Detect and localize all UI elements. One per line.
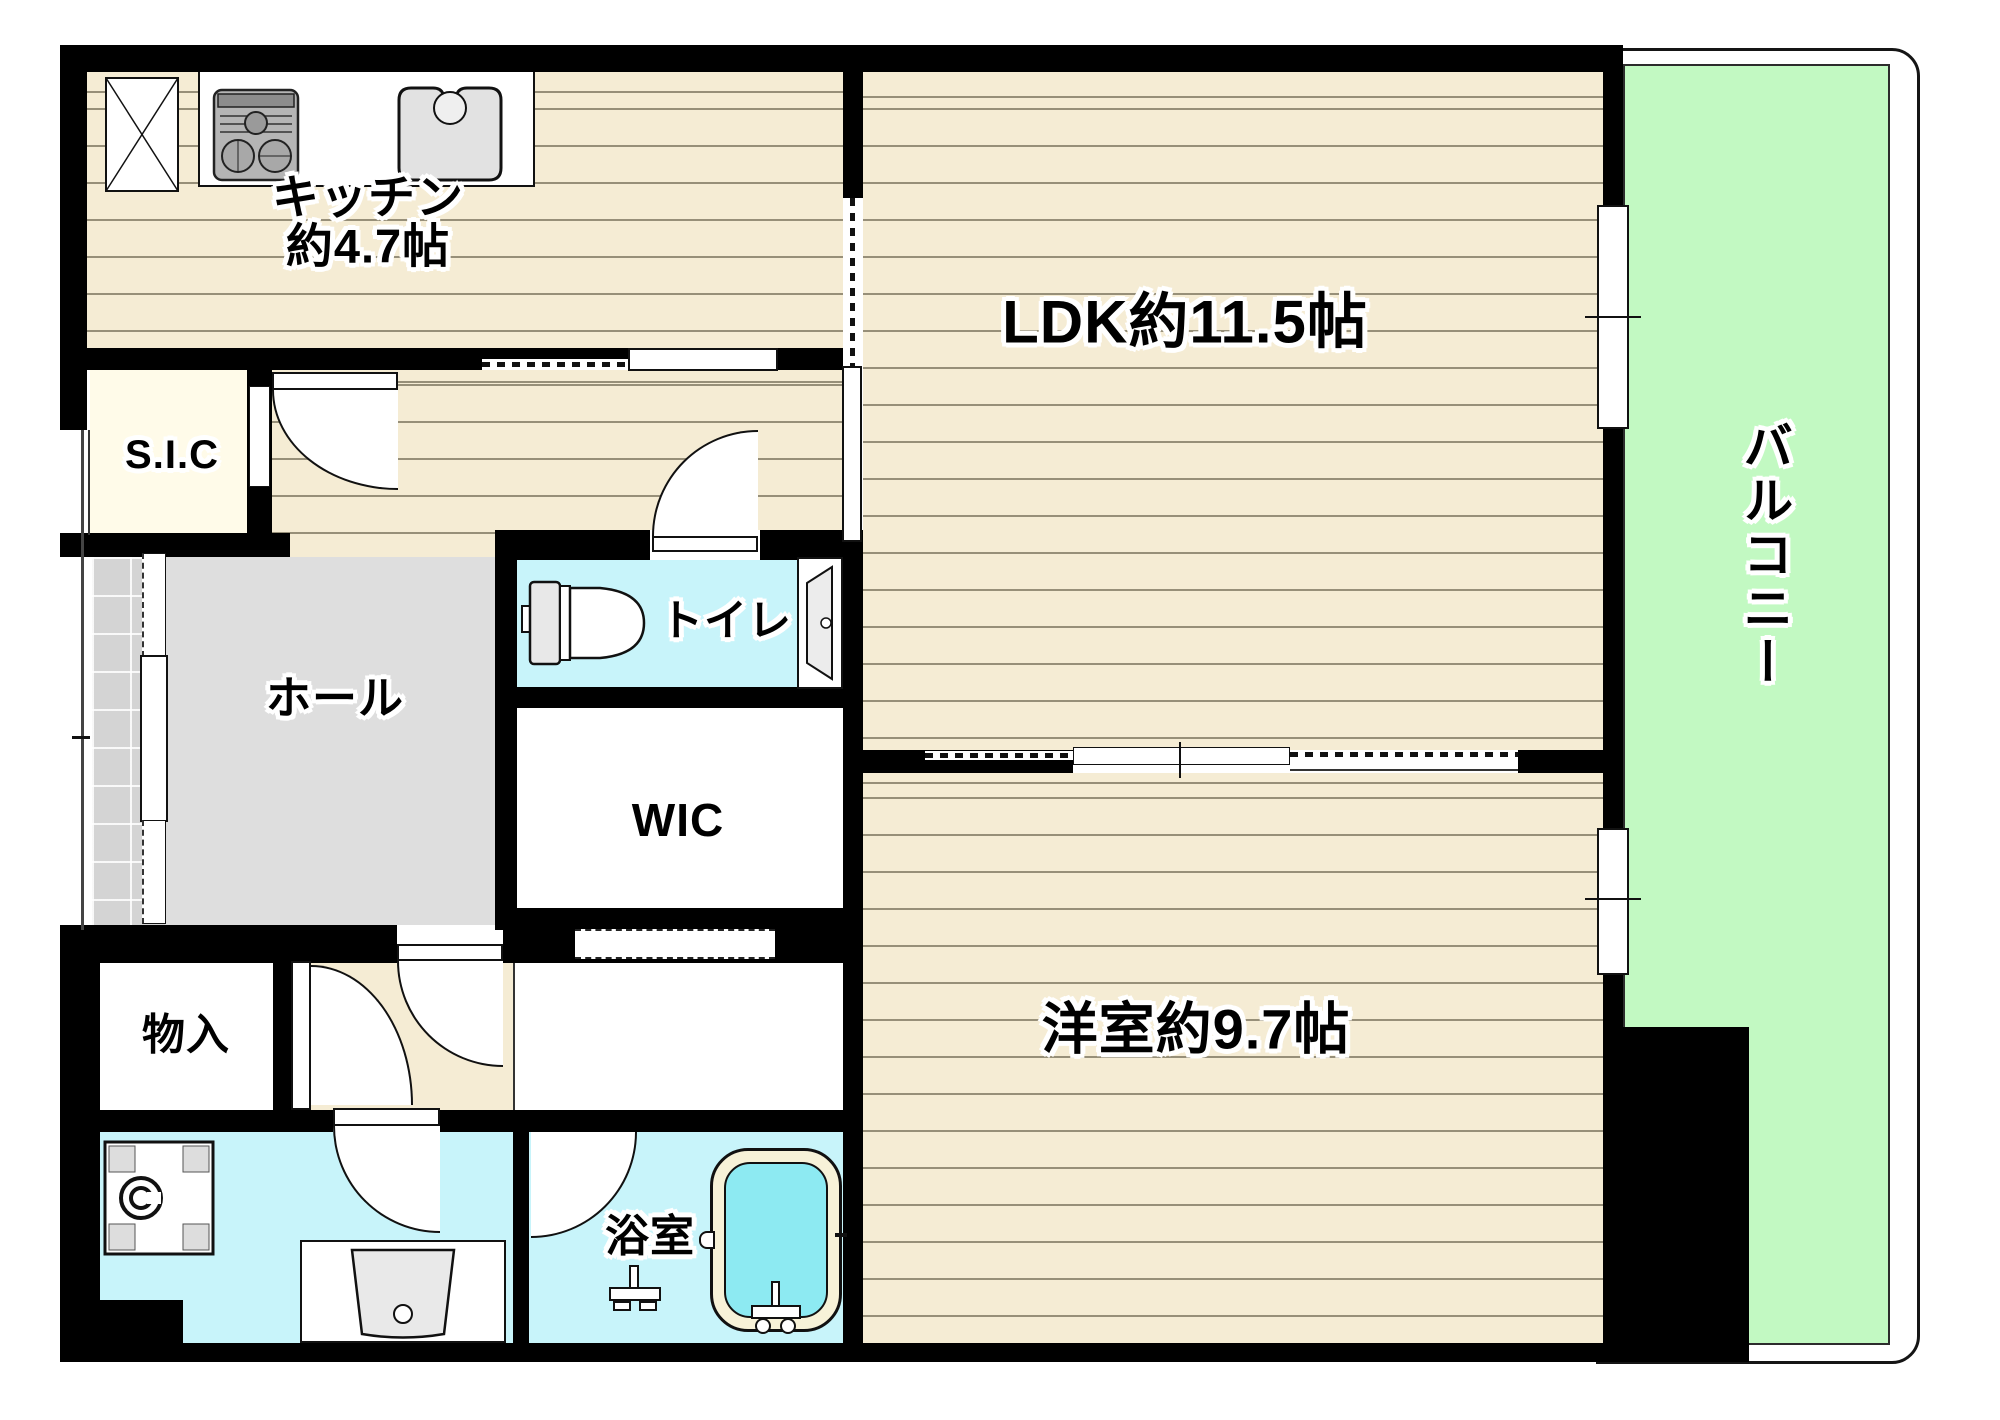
corridor-ldk-sliding-door xyxy=(842,366,862,542)
toilet-door-leaf xyxy=(652,536,758,552)
toilet-label: トイレ xyxy=(660,597,792,646)
western-room-window-tick xyxy=(1585,898,1641,900)
entrance-boundary-line xyxy=(81,430,84,930)
entrance-door-top-panel xyxy=(142,553,166,657)
storage-label: 物入 xyxy=(142,1011,230,1060)
kitchen-label-name: キッチン xyxy=(272,170,464,224)
corridor-door-leaf xyxy=(272,372,398,390)
bathtub-faucet-icon xyxy=(748,1280,804,1336)
western-room-window xyxy=(1597,828,1629,975)
western-room-floor xyxy=(863,773,1603,1343)
storage-floor xyxy=(100,963,273,1110)
wall-sic-bottom xyxy=(60,533,290,557)
wall-bottom xyxy=(60,1343,1623,1362)
divider-panel-tick xyxy=(1179,742,1181,778)
wall-storage-right xyxy=(273,963,293,1110)
storage-door-leaf xyxy=(291,961,311,1110)
wall-washroom-top-a xyxy=(60,1110,333,1132)
wic-annex-floor xyxy=(513,963,843,1110)
kitchen-hatch-dash-line xyxy=(482,362,628,367)
sic-door xyxy=(249,386,270,487)
divider-thin-line xyxy=(1290,769,1518,771)
divider-sliding-panel xyxy=(1073,747,1290,765)
wall-left-upper xyxy=(60,72,87,430)
entrance-door-bottom-panel xyxy=(142,820,166,924)
vanity-sink-icon xyxy=(300,1240,506,1343)
ldk-floor xyxy=(863,72,1603,750)
sic-left-line xyxy=(88,430,90,535)
shoe-closet-floor xyxy=(90,370,247,533)
wic-annex-sliding-door xyxy=(575,929,775,959)
wic-floor xyxy=(515,708,843,908)
wall-washroom-top-b xyxy=(440,1110,843,1132)
toilet-icon xyxy=(520,578,648,668)
hall-label: ホール xyxy=(265,672,405,724)
divider-dash-right xyxy=(1290,752,1518,757)
wall-toilet-wic xyxy=(495,687,843,708)
wall-washroom-bathroom xyxy=(513,1110,529,1343)
wall-left-lower xyxy=(60,930,100,1362)
wall-kitchen-south-b xyxy=(482,348,628,359)
hall-corridor2-door-leaf xyxy=(397,944,503,961)
entrance-center-tick xyxy=(72,736,90,739)
bathroom-label: 浴室 xyxy=(605,1211,695,1261)
ldk-label: LDK約11.5帖 xyxy=(1002,288,1368,356)
opening-kitchen-ldk-dashed xyxy=(850,198,855,368)
wall-ldk-divider-right xyxy=(1518,750,1603,773)
wall-kitchen-south-c xyxy=(778,348,843,370)
divider-dash-left xyxy=(925,753,1073,758)
toilet-cabinet-icon xyxy=(797,557,843,689)
wall-kitchen-ldk xyxy=(843,72,863,198)
balcony-corner-block xyxy=(1603,1027,1749,1362)
kitchen-sink-icon xyxy=(393,82,507,184)
wic-label: WIC xyxy=(631,793,725,846)
balcony-label: バルコニー xyxy=(1736,420,1793,690)
wall-toilet-left xyxy=(495,530,517,930)
western-room-label: 洋室約9.7帖 xyxy=(1041,997,1351,1061)
hall-floor xyxy=(165,557,495,925)
kitchen-sliding-panel xyxy=(628,348,778,371)
refrigerator-space-icon xyxy=(105,77,179,192)
entrance-door-leaf xyxy=(140,655,168,822)
kitchen-label: キッチン 約4.7帖 xyxy=(272,170,464,273)
ldk-window-tick xyxy=(1585,316,1641,318)
washing-machine-icon xyxy=(103,1140,215,1256)
wall-top xyxy=(60,45,1623,72)
wall-hall-bottom-a xyxy=(60,925,397,963)
washroom-door-leaf xyxy=(333,1108,440,1126)
wall-wic-bottom xyxy=(495,908,863,930)
sic-label: S.I.C xyxy=(125,433,219,477)
kitchen-label-size: 約4.7帖 xyxy=(285,220,451,273)
wall-kitchen-south-a xyxy=(87,348,482,370)
bathtub-handle-icon xyxy=(699,1231,715,1249)
gas-stove-icon xyxy=(212,86,300,182)
wall-bottom-left-step xyxy=(60,1300,183,1362)
wall-wic-western-room xyxy=(843,530,863,1343)
shower-faucet-icon xyxy=(606,1264,664,1326)
